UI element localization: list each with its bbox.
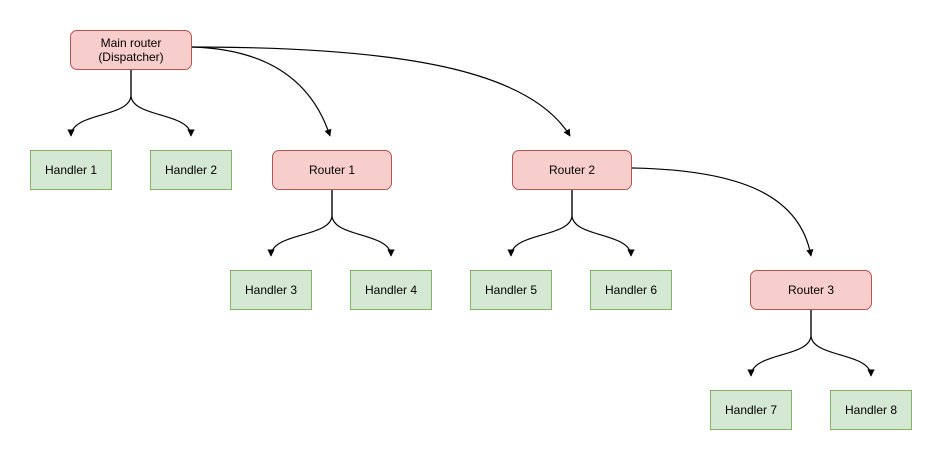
node-handler-3[interactable]: Handler 3 — [230, 270, 312, 310]
node-handler-7[interactable]: Handler 7 — [710, 390, 792, 430]
node-router-1[interactable]: Router 1 — [272, 150, 392, 190]
edge-router-2-to-handler-5 — [507, 190, 573, 257]
edge-main-to-handler-1 — [67, 70, 132, 137]
edge-router-1-to-handler-3 — [267, 190, 333, 257]
edge-main-to-handler-2 — [130, 70, 195, 137]
node-handler-5[interactable]: Handler 5 — [470, 270, 552, 310]
node-router-2[interactable]: Router 2 — [512, 150, 632, 190]
node-handler-2[interactable]: Handler 2 — [150, 150, 232, 190]
edge-main-to-router-1 — [191, 46, 332, 137]
edge-router-1-to-handler-4 — [331, 190, 395, 257]
edge-main-to-router-2 — [191, 46, 571, 137]
node-handler-8[interactable]: Handler 8 — [830, 390, 912, 430]
node-handler-1[interactable]: Handler 1 — [30, 150, 112, 190]
edge-router-2-to-handler-6 — [571, 190, 635, 257]
edge-router-2-to-router-3 — [631, 167, 814, 257]
node-router-3[interactable]: Router 3 — [750, 270, 872, 310]
node-handler-4[interactable]: Handler 4 — [350, 270, 432, 310]
edge-router-3-to-handler-8 — [810, 310, 875, 377]
node-handler-6[interactable]: Handler 6 — [590, 270, 672, 310]
edge-router-3-to-handler-7 — [747, 310, 812, 377]
node-main-router[interactable]: Main router (Dispatcher) — [70, 30, 192, 70]
